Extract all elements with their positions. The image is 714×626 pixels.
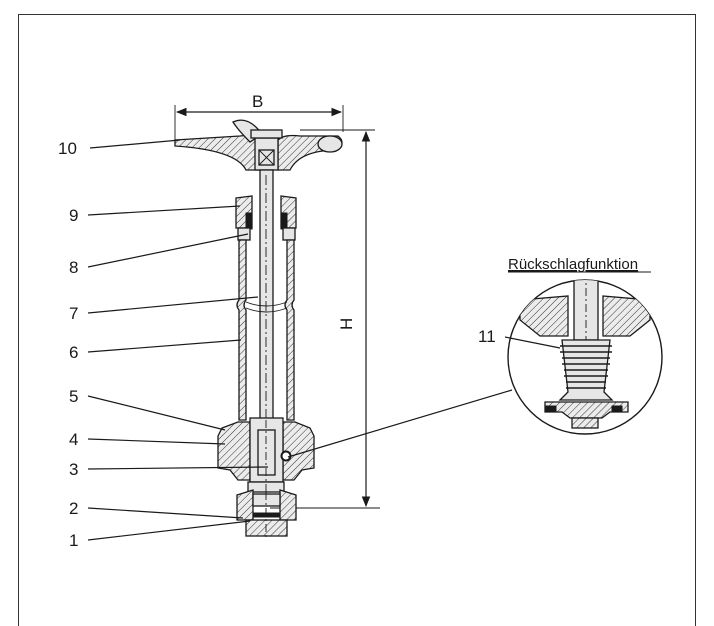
part-number-4: 4 [69, 430, 78, 449]
part-number-9: 9 [69, 206, 78, 225]
part-number-labels: 10 9 8 7 6 5 4 3 2 1 11 [58, 139, 496, 550]
extension-tube [236, 239, 295, 421]
part-number-5: 5 [69, 387, 78, 406]
part-number-1: 1 [69, 531, 78, 550]
dimension-b: B [174, 92, 344, 140]
handwheel [174, 119, 343, 171]
leader-lines [87, 139, 561, 541]
part-number-6: 6 [69, 343, 78, 362]
gland [235, 195, 297, 241]
width-label: B [252, 92, 263, 111]
part-number-7: 7 [69, 304, 78, 323]
part-number-11: 11 [478, 327, 496, 346]
valve-seat [236, 489, 297, 540]
part-number-10: 10 [58, 139, 77, 158]
height-label: H [337, 318, 356, 330]
part-number-2: 2 [69, 499, 78, 518]
detail-view: Rückschlagfunktion [287, 256, 663, 458]
drawing-frame [18, 14, 696, 626]
stem [259, 169, 274, 433]
part-number-8: 8 [69, 258, 78, 277]
detail-title: Rückschlagfunktion [508, 256, 638, 273]
part-number-3: 3 [69, 460, 78, 479]
valve-body [217, 417, 315, 493]
